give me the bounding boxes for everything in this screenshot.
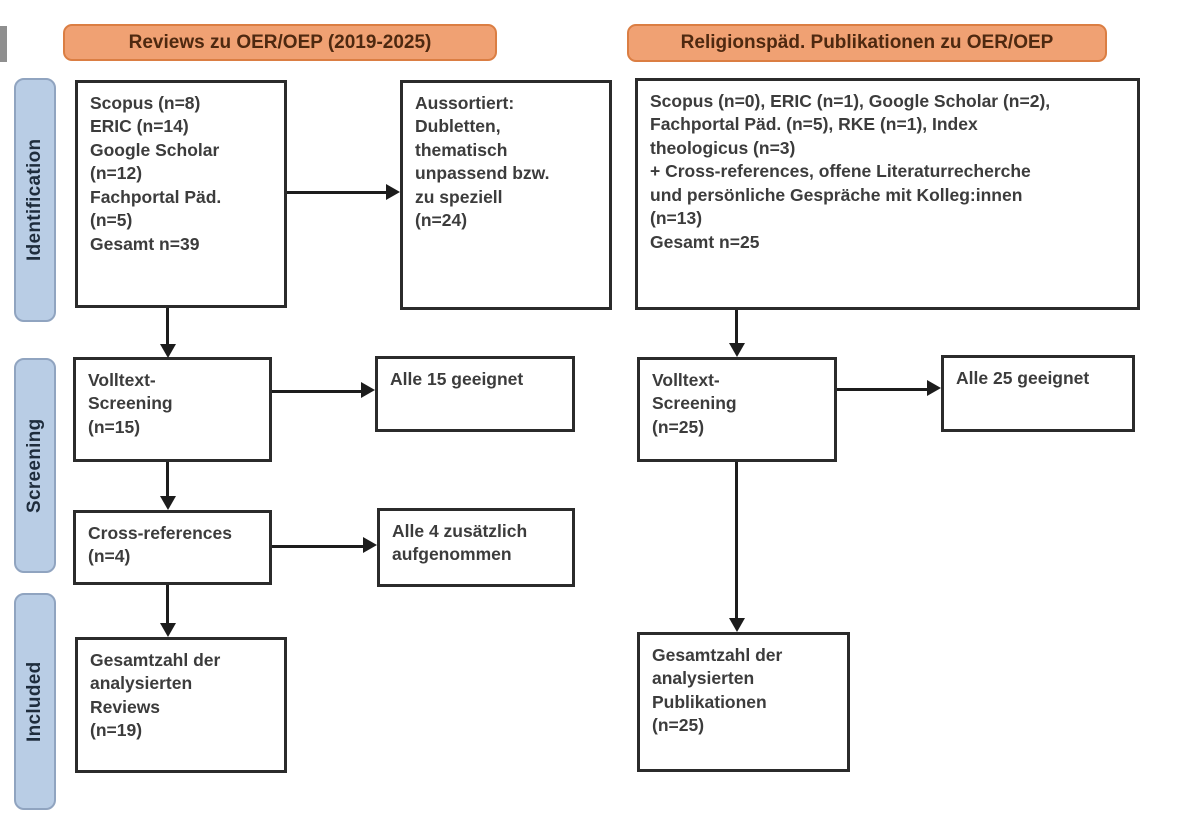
stage-label-included: Included <box>14 593 56 810</box>
stage-label-identification: Identification <box>14 78 56 322</box>
box-right-fulltext-screening: Volltext- Screening (n=25) <box>637 357 837 462</box>
box-left-fulltext-result: Alle 15 geeignet <box>375 356 575 432</box>
box-left-fulltext-screening: Volltext- Screening (n=15) <box>73 357 272 462</box>
column-header-religionspaed: Religionspäd. Publikationen zu OER/OEP <box>627 24 1107 62</box>
stage-label-screening: Screening <box>14 358 56 573</box>
box-right-sources: Scopus (n=0), ERIC (n=1), Google Scholar… <box>635 78 1140 310</box>
column-header-reviews: Reviews zu OER/OEP (2019-2025) <box>63 24 497 61</box>
box-left-cross-references: Cross-references (n=4) <box>73 510 272 585</box>
scan-edge-artifact <box>0 26 7 62</box>
box-right-fulltext-result: Alle 25 geeignet <box>941 355 1135 432</box>
box-left-sources: Scopus (n=8) ERIC (n=14) Google Scholar … <box>75 80 287 308</box>
box-left-cross-references-result: Alle 4 zusätzlich aufgenommen <box>377 508 575 587</box>
box-right-included-total: Gesamtzahl der analysierten Publikatione… <box>637 632 850 772</box>
box-left-excluded: Aussortiert: Dubletten, thematisch unpas… <box>400 80 612 310</box>
box-left-included-total: Gesamtzahl der analysierten Reviews (n=1… <box>75 637 287 773</box>
